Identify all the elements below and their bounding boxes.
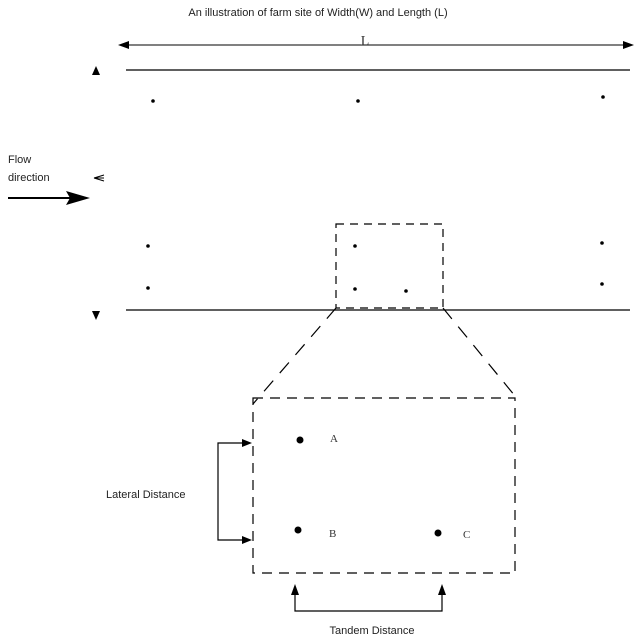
turbine-icon [141, 237, 155, 251]
flow-label-line2: direction [8, 172, 50, 184]
turbine-c-icon [424, 515, 454, 543]
width-arrow-top [92, 66, 100, 75]
turbine-a [286, 422, 316, 450]
length-arrow-left [118, 41, 129, 49]
flow-arrow [8, 191, 90, 205]
turbine-a-icon [286, 422, 316, 450]
turbine-b [284, 512, 314, 540]
length-label: L [361, 34, 370, 49]
turbine-icon [595, 275, 609, 289]
turbine-c [424, 515, 454, 543]
length-arrow-right [623, 41, 634, 49]
tandem-distance-label: Tandem Distance [330, 625, 415, 637]
lateral-bracket [217, 442, 243, 541]
turbine-icon [596, 88, 610, 102]
small-flow-glyph [93, 174, 105, 182]
lateral-arrow-top [242, 439, 252, 447]
flow-label-line1: Flow [8, 154, 31, 166]
selection-box [335, 223, 444, 309]
lateral-distance-label: Lateral Distance [106, 489, 186, 501]
turbine-b-icon [284, 512, 314, 540]
zoom-connector-right [442, 307, 516, 397]
turbine-row-1 [146, 88, 610, 106]
turbine-icon [146, 92, 160, 106]
turbine-c-label: C [463, 529, 470, 541]
turbine-icon [399, 282, 413, 296]
turbine-icon [348, 280, 362, 294]
turbine-a-label: A [330, 433, 338, 445]
turbine-row-3 [141, 275, 609, 296]
zoom-connector-left [252, 307, 337, 405]
tandem-arrow-right [438, 584, 446, 595]
turbine-icon [141, 279, 155, 293]
width-arrow-bottom [92, 311, 100, 320]
enlarged-box [252, 397, 516, 574]
turbine-b-label: B [329, 528, 336, 540]
tandem-arrow-left [291, 584, 299, 595]
turbine-icon [348, 237, 362, 251]
turbine-row-2 [141, 234, 609, 251]
turbine-icon [351, 92, 365, 106]
length-dimension: L [118, 34, 634, 49]
tandem-bracket [294, 594, 443, 612]
lateral-arrow-bottom [242, 536, 252, 544]
diagram-title: An illustration of farm site of Width(W)… [188, 7, 447, 19]
turbine-icon [595, 234, 609, 248]
